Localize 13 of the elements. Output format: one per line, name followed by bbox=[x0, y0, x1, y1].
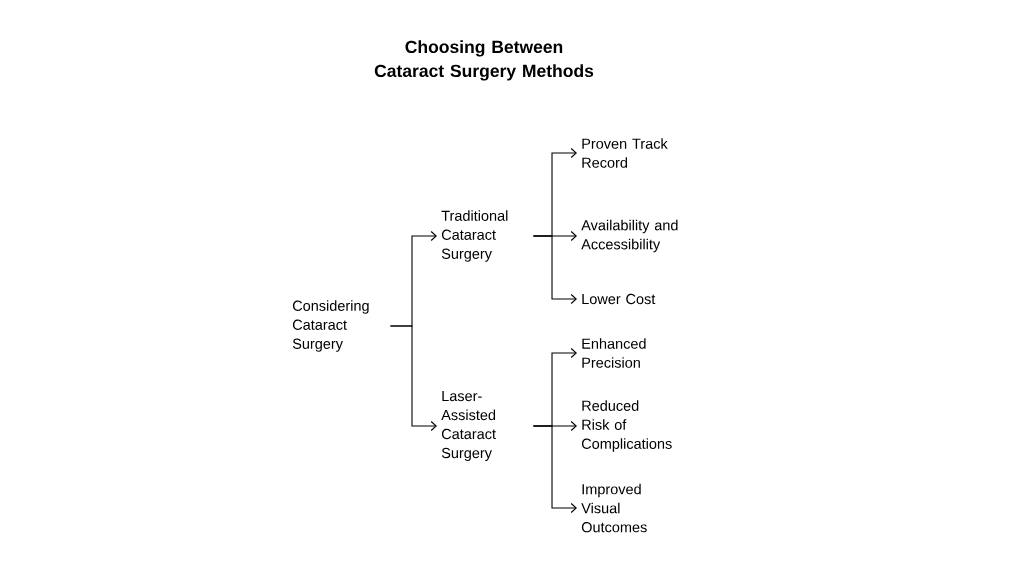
node-text: Availability and Accessibility bbox=[581, 219, 678, 253]
node-text: Laser-Assisted Cataract Surgery bbox=[441, 391, 496, 461]
node-text: Proven Track Record bbox=[582, 138, 668, 168]
node-text: Enhanced Precision bbox=[582, 338, 646, 368]
arrow bbox=[389, 325, 437, 432]
arrow bbox=[532, 425, 577, 514]
node-text: Traditional Cataract Surgery bbox=[441, 210, 508, 262]
node-text: Lower Cost bbox=[582, 293, 656, 305]
arrow bbox=[532, 235, 577, 305]
node-text: Considering Cataract Surgery bbox=[292, 300, 369, 352]
node-text: Reduced Risk of Complications bbox=[581, 400, 672, 452]
title: Choosing Between Cataract Surgery Methods bbox=[374, 40, 594, 81]
node-text: Improved Visual Outcomes bbox=[581, 483, 647, 533]
